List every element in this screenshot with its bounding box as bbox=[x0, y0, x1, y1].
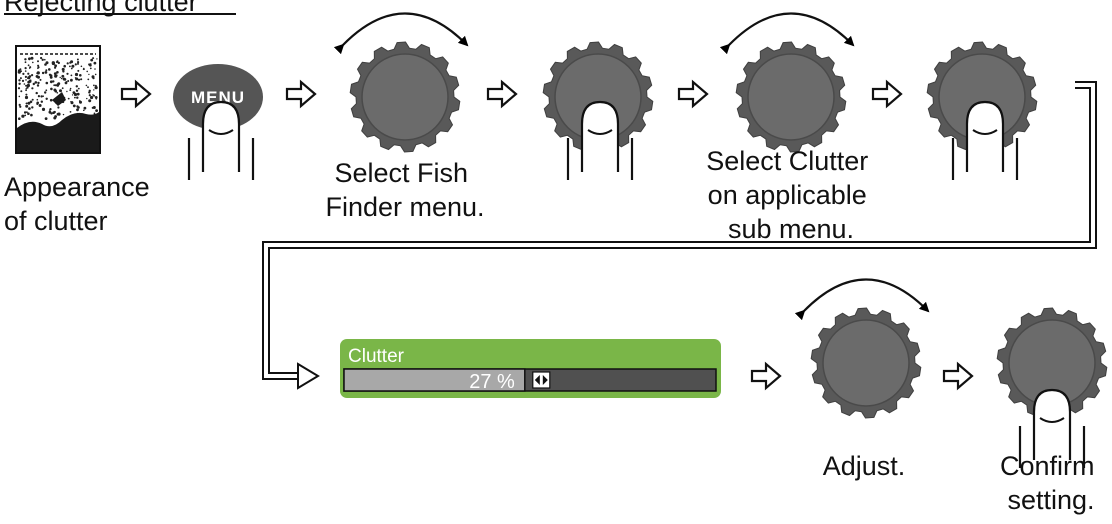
connector-arrow bbox=[262, 81, 1097, 390]
caption-confirm: Confirm setting. bbox=[1000, 451, 1102, 515]
rotate-arrows-icon bbox=[333, 12, 469, 55]
rotary-knob bbox=[926, 41, 1038, 153]
finger-press-icon bbox=[951, 100, 1019, 180]
caption-appearance: Appearance of clutter bbox=[4, 172, 157, 236]
clutter-level-fill bbox=[343, 368, 526, 392]
echogram-thumbnail bbox=[15, 45, 101, 154]
step-arrow-icon bbox=[486, 79, 518, 109]
caption-adjust: Adjust. bbox=[823, 451, 906, 481]
step-arrow-icon bbox=[750, 361, 782, 391]
finger-press-icon bbox=[187, 100, 255, 180]
rotary-knob bbox=[810, 307, 922, 419]
clutter-value-text: 27 % bbox=[469, 371, 515, 393]
step-arrow-icon bbox=[285, 79, 317, 109]
caption-select-fish-finder: Select Fish Finder menu. bbox=[325, 158, 484, 222]
rotate-arrows-icon bbox=[794, 278, 930, 321]
menu-button-label: MENU bbox=[191, 88, 245, 107]
rotary-knob bbox=[735, 41, 847, 153]
menu-button: MENU bbox=[173, 64, 263, 130]
rotary-knob bbox=[996, 307, 1108, 419]
clutter-panel-label: Clutter bbox=[348, 346, 405, 367]
step-arrow-icon bbox=[942, 361, 974, 391]
rotate-arrows-icon bbox=[719, 12, 855, 55]
rotary-knob bbox=[349, 41, 461, 153]
step-arrow-icon bbox=[120, 79, 152, 109]
title-group: Rejecting clutter bbox=[4, 0, 236, 17]
left-right-arrows-icon bbox=[532, 371, 551, 389]
finger-press-icon bbox=[1018, 388, 1086, 468]
finger-press-icon bbox=[566, 100, 634, 180]
diagram-title: Rejecting clutter bbox=[4, 0, 198, 17]
step-arrow-icon bbox=[871, 79, 903, 109]
rotary-knob bbox=[542, 41, 654, 153]
step-arrow-icon bbox=[677, 79, 709, 109]
caption-select-clutter: Select Clutter on applicable sub menu. bbox=[706, 146, 876, 244]
clutter-panel: Clutter 27 % bbox=[340, 339, 721, 398]
